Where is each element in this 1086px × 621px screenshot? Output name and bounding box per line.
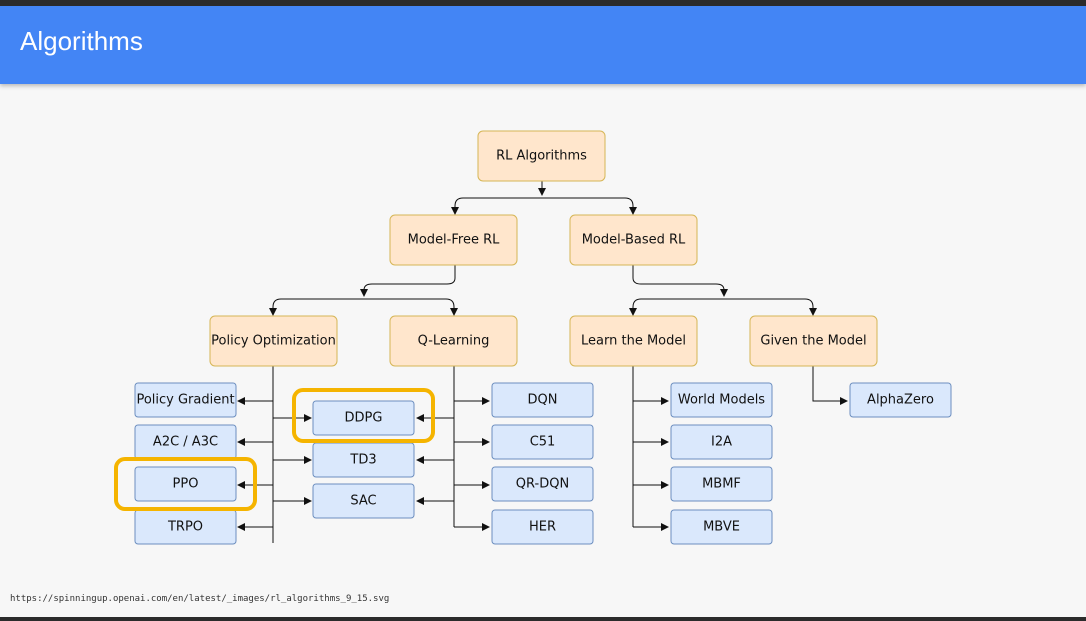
highlight-ppo <box>114 457 257 511</box>
node-q-learning-label: Q-Learning <box>418 334 490 349</box>
node-her-label: HER <box>529 520 556 535</box>
window-top-strip <box>0 0 1086 6</box>
node-ppo-label: PPO <box>173 477 199 492</box>
node-model-based-rl-label: Model-Based RL <box>582 233 686 248</box>
node-mbve: MBVE <box>670 509 773 545</box>
source-url: https://spinningup.openai.com/en/latest/… <box>10 594 390 604</box>
node-alphazero: AlphaZero <box>849 382 952 418</box>
slide-header: Algorithms <box>0 6 1086 84</box>
node-td3: TD3 <box>312 442 415 478</box>
window-bottom-strip <box>0 617 1086 621</box>
node-learn-the-model-label: Learn the Model <box>581 334 686 349</box>
node-c51-label: C51 <box>530 435 556 450</box>
slide-title: Algorithms <box>20 26 143 56</box>
edge-gm-alphazero <box>812 366 848 405</box>
node-a2c-a3c-label: A2C / A3C <box>153 435 218 450</box>
node-sac-label: SAC <box>350 494 376 509</box>
node-world-models: World Models <box>670 382 773 418</box>
node-mbve-label: MBVE <box>703 520 740 535</box>
node-qr-dqn-label: QR-DQN <box>516 477 569 492</box>
node-policy-gradient-label: Policy Gradient <box>136 393 234 408</box>
edge-model-free-split <box>360 265 456 297</box>
edge-model-based-learn <box>629 298 724 316</box>
edge-model-based-split <box>632 265 728 297</box>
node-i2a: I2A <box>670 424 773 460</box>
edge-root-model-based <box>542 197 637 215</box>
node-given-the-model-label: Given the Model <box>760 334 866 349</box>
node-q-learning: Q-Learning <box>389 315 518 367</box>
node-ppo: PPO <box>134 466 237 502</box>
node-mbmf: MBMF <box>670 466 773 502</box>
node-policy-gradient: Policy Gradient <box>134 382 237 418</box>
node-ddpg: DDPG <box>312 400 415 436</box>
edge-model-free-q-learning <box>364 298 458 316</box>
node-trpo-label: TRPO <box>167 520 203 535</box>
node-c51: C51 <box>491 424 594 460</box>
node-her: HER <box>491 509 594 545</box>
node-model-free-rl: Model-Free RL <box>389 214 518 266</box>
node-world-models-label: World Models <box>678 393 765 408</box>
node-learn-the-model: Learn the Model <box>569 315 698 367</box>
node-trpo: TRPO <box>134 509 237 545</box>
highlight-rings <box>114 388 435 511</box>
node-given-the-model: Given the Model <box>749 315 878 367</box>
rl-algorithms-diagram: RL Algorithms Model-Free RL Model-Based … <box>114 130 952 545</box>
highlight-ddpg <box>292 388 435 443</box>
node-i2a-label: I2A <box>711 435 732 450</box>
node-td3-label: TD3 <box>349 453 376 468</box>
node-alphazero-label: AlphaZero <box>867 393 934 408</box>
connectors <box>237 181 848 543</box>
edge-model-free-policy-opt <box>269 298 364 316</box>
category-nodes: RL Algorithms Model-Free RL Model-Based … <box>209 130 878 367</box>
node-sac: SAC <box>312 483 415 519</box>
node-rl-algorithms-label: RL Algorithms <box>496 149 587 164</box>
node-rl-algorithms: RL Algorithms <box>477 130 606 182</box>
node-qr-dqn: QR-DQN <box>491 466 594 502</box>
node-dqn-label: DQN <box>528 393 558 408</box>
node-mbmf-label: MBMF <box>702 477 741 492</box>
slide: Algorithms <box>0 6 1086 617</box>
node-policy-optimization-label: Policy Optimization <box>211 334 336 349</box>
node-policy-optimization: Policy Optimization <box>209 315 338 367</box>
node-model-free-rl-label: Model-Free RL <box>408 233 500 248</box>
node-ddpg-label: DDPG <box>345 411 383 426</box>
node-a2c-a3c: A2C / A3C <box>134 424 237 460</box>
node-model-based-rl: Model-Based RL <box>569 214 698 266</box>
edge-root-model-free <box>451 197 542 215</box>
node-dqn: DQN <box>491 382 594 418</box>
edge-model-based-given <box>724 298 817 316</box>
algorithm-nodes: Policy Gradient A2C / A3C PPO TRPO DDPG … <box>134 382 952 545</box>
